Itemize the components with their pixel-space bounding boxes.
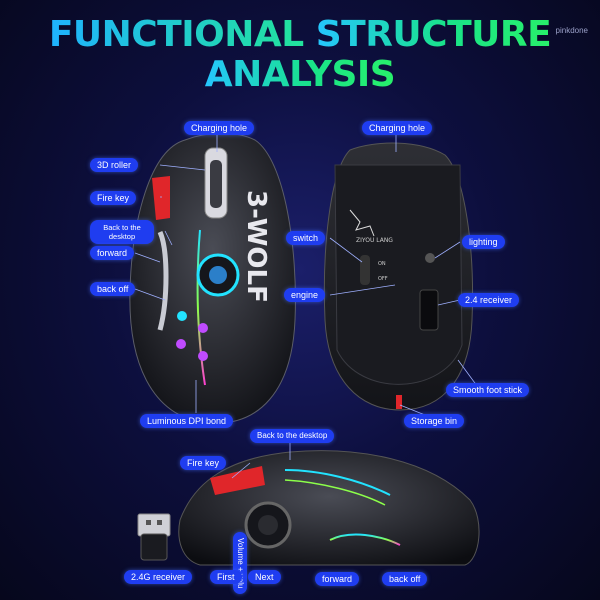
label-back-to-desktop-side: Back to the desktop xyxy=(250,429,335,443)
label-first: First xyxy=(210,570,242,584)
fire-key-red xyxy=(152,176,170,220)
label-3d-roller: 3D roller xyxy=(90,158,139,172)
label-24g-receiver: 2.4G receiver xyxy=(124,570,193,584)
label-switch: switch xyxy=(286,231,326,245)
label-forward-top: forward xyxy=(90,246,135,260)
brand-print-top: 3-WOLF xyxy=(241,190,271,303)
usb-receiver xyxy=(137,513,171,561)
title-word-structure: STRUCTURE xyxy=(315,14,552,55)
label-lighting: lighting xyxy=(462,235,505,249)
label-foot-stick: Smooth foot stick xyxy=(446,383,530,397)
title-word-functional: FUNCTIONAL xyxy=(48,14,304,55)
label-fire-key-top: Fire key xyxy=(90,191,137,205)
side-fire-key xyxy=(210,466,265,495)
label-engine: engine xyxy=(284,288,326,302)
svg-text:ZIYOU LANG: ZIYOU LANG xyxy=(356,237,393,244)
label-dpi: Luminous DPI bond xyxy=(140,414,234,428)
label-charging-hole-bottom: Charging hole xyxy=(362,121,433,135)
label-next: Next xyxy=(248,570,281,584)
label-charging-hole-top: Charging hole xyxy=(184,121,255,135)
svg-text:ON: ON xyxy=(378,261,386,267)
receiver-slot xyxy=(419,289,439,331)
page-title-line2: ANALYSIS xyxy=(0,54,600,95)
label-fire-key-side: Fire key xyxy=(180,456,227,470)
label-storage-bin: Storage bin xyxy=(404,414,465,428)
label-receiver-bottom: 2.4 receiver xyxy=(458,293,520,307)
top-view-mouse: 3-WOLF xyxy=(129,132,296,424)
label-back-off-side: back off xyxy=(382,572,428,586)
watermark: pinkdone xyxy=(555,26,588,35)
bottom-view-mouse: ON OFF ZIYOU LANG xyxy=(323,142,473,411)
svg-text:OFF: OFF xyxy=(378,276,388,282)
label-back-off-top: back off xyxy=(90,282,136,296)
label-volume: Volume + volu xyxy=(233,532,247,595)
page-title-line1: FUNCTIONAL STRUCTURE xyxy=(0,14,600,55)
side-view-mouse xyxy=(178,450,480,566)
label-forward-side: forward xyxy=(315,572,360,586)
label-back-to-desktop-top: Back to the desktop xyxy=(90,220,154,244)
title-word-analysis: ANALYSIS xyxy=(204,54,396,95)
